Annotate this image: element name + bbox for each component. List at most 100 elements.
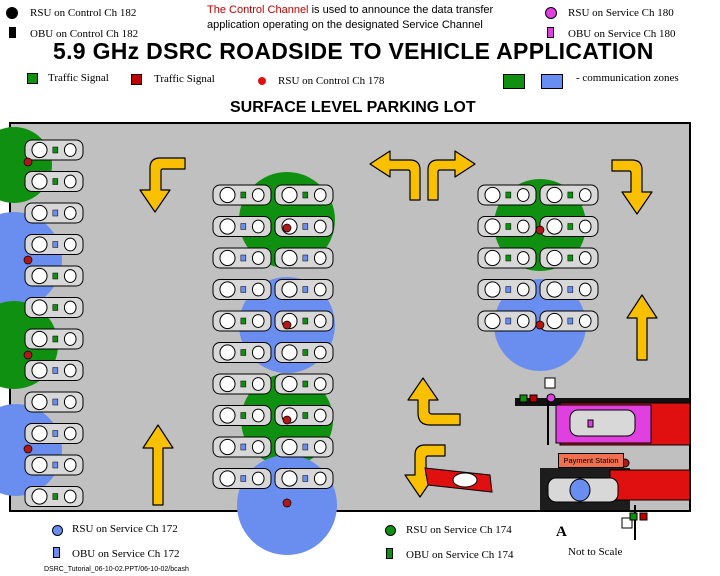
obu-device-icon bbox=[52, 335, 59, 343]
car-windshield bbox=[31, 173, 48, 190]
obu-device-icon bbox=[302, 191, 309, 199]
legend-rsu-service-174: RSU on Service Ch 174 bbox=[406, 524, 512, 536]
parked-car bbox=[539, 247, 599, 269]
obu-device-icon bbox=[52, 430, 59, 437]
legend-obu-service-180: OBU on Service Ch 180 bbox=[568, 28, 676, 40]
legend-traffic-signal-green: Traffic Signal bbox=[48, 72, 109, 84]
car-rear-window bbox=[63, 332, 77, 346]
car-rear-window bbox=[251, 219, 265, 234]
obu-device-icon bbox=[240, 412, 247, 419]
rsu-service-180-unit bbox=[546, 393, 556, 403]
car-windshield bbox=[219, 407, 236, 424]
car-rear-window bbox=[313, 219, 327, 234]
control-channel-highlight: The Control Channel bbox=[207, 4, 309, 16]
car-windshield bbox=[31, 299, 48, 316]
car-windshield bbox=[546, 218, 563, 235]
legend-rsu-service-172: RSU on Service Ch 172 bbox=[72, 523, 178, 535]
parked-car bbox=[24, 234, 84, 255]
parked-car bbox=[212, 373, 272, 395]
turn-arrow-left bbox=[369, 150, 421, 201]
obu-device-icon bbox=[302, 254, 309, 262]
car-windshield bbox=[219, 186, 236, 204]
legend-traffic-signal-red: Traffic Signal bbox=[154, 73, 215, 85]
car-windshield bbox=[219, 218, 236, 235]
car-rear-window bbox=[63, 269, 77, 283]
traffic-signal-red bbox=[529, 394, 538, 403]
parked-car bbox=[274, 279, 334, 300]
scale-letter: A bbox=[556, 524, 567, 540]
traffic-signal-green-icon bbox=[27, 73, 38, 84]
parked-car bbox=[212, 310, 272, 332]
parked-car bbox=[212, 184, 272, 206]
obu-device-icon bbox=[52, 241, 59, 248]
obu-device-icon bbox=[505, 286, 512, 293]
parked-car bbox=[24, 171, 84, 192]
car-windshield bbox=[31, 204, 48, 222]
car-windshield bbox=[219, 249, 236, 267]
obu-service-180-device bbox=[587, 419, 594, 428]
turn-arrow-right bbox=[427, 150, 476, 201]
legend-obu-service-174: OBU on Service Ch 174 bbox=[406, 549, 514, 561]
obu-control-182-icon bbox=[9, 27, 16, 38]
parked-car bbox=[212, 216, 272, 237]
parked-car bbox=[24, 391, 84, 413]
parked-car bbox=[24, 297, 84, 318]
parked-car bbox=[274, 373, 334, 395]
parked-car bbox=[24, 486, 84, 507]
car-windshield bbox=[484, 281, 501, 298]
car-rear-window bbox=[251, 314, 265, 328]
obu-device-icon bbox=[240, 254, 247, 262]
parked-car bbox=[274, 247, 334, 269]
traffic-signal-red-icon bbox=[131, 74, 142, 85]
rsu-control-178-unit bbox=[282, 320, 292, 330]
parked-car bbox=[539, 279, 599, 300]
car-rear-window bbox=[251, 377, 265, 391]
obu-device-icon bbox=[505, 317, 512, 325]
obu-device-icon bbox=[567, 254, 574, 262]
turn-arrow-right-down bbox=[611, 159, 653, 215]
car-rear-window bbox=[63, 206, 77, 220]
car-windshield bbox=[31, 330, 48, 348]
rsu-control-178-unit bbox=[282, 415, 292, 425]
exit-lane-top-bar bbox=[515, 398, 690, 406]
car-windshield bbox=[219, 438, 236, 456]
parked-car bbox=[24, 139, 84, 161]
obu-device-icon bbox=[302, 412, 309, 419]
rsu-control-178-icon bbox=[258, 77, 266, 85]
rsu-control-178-unit bbox=[23, 255, 33, 265]
car-windshield bbox=[31, 141, 48, 159]
legend-rsu-control-178: RSU on Control Ch 178 bbox=[278, 75, 385, 87]
obu-device-icon bbox=[240, 475, 247, 482]
rsu-control-178-unit bbox=[282, 498, 292, 508]
obu-service-180-icon bbox=[547, 27, 554, 38]
parked-car bbox=[212, 436, 272, 458]
scale-text: Not to Scale bbox=[568, 546, 623, 558]
obu-device-icon bbox=[505, 223, 512, 230]
obu-device-icon bbox=[567, 286, 574, 293]
rsu-service-180-icon bbox=[545, 7, 557, 19]
rsu-control-182-icon bbox=[6, 7, 18, 19]
car-windshield bbox=[281, 281, 298, 298]
parked-car bbox=[24, 454, 84, 476]
car-rear-window bbox=[313, 471, 327, 486]
car-windshield bbox=[31, 362, 48, 379]
car-rear-window bbox=[63, 143, 77, 157]
turn-arrow-up-exit bbox=[407, 377, 461, 426]
rsu-control-178-unit bbox=[23, 157, 33, 167]
straight-arrow-up-left bbox=[142, 424, 174, 506]
obu-device-icon bbox=[302, 349, 309, 356]
car-windshield bbox=[281, 344, 298, 361]
car-windshield bbox=[546, 281, 563, 298]
car-windshield bbox=[281, 375, 298, 393]
parked-car bbox=[212, 279, 272, 300]
obu-device-icon bbox=[240, 286, 247, 293]
payment-station-label: Payment Station bbox=[558, 453, 624, 468]
obu-device-icon bbox=[240, 349, 247, 356]
car-windshield bbox=[484, 312, 501, 330]
parked-car bbox=[24, 328, 84, 350]
car-rear-window bbox=[313, 251, 327, 265]
rsu-service-172-icon bbox=[52, 525, 63, 536]
green-zone-swatch bbox=[503, 74, 525, 89]
rsu-control-178-unit bbox=[535, 225, 545, 235]
car-rear-window bbox=[313, 440, 327, 454]
